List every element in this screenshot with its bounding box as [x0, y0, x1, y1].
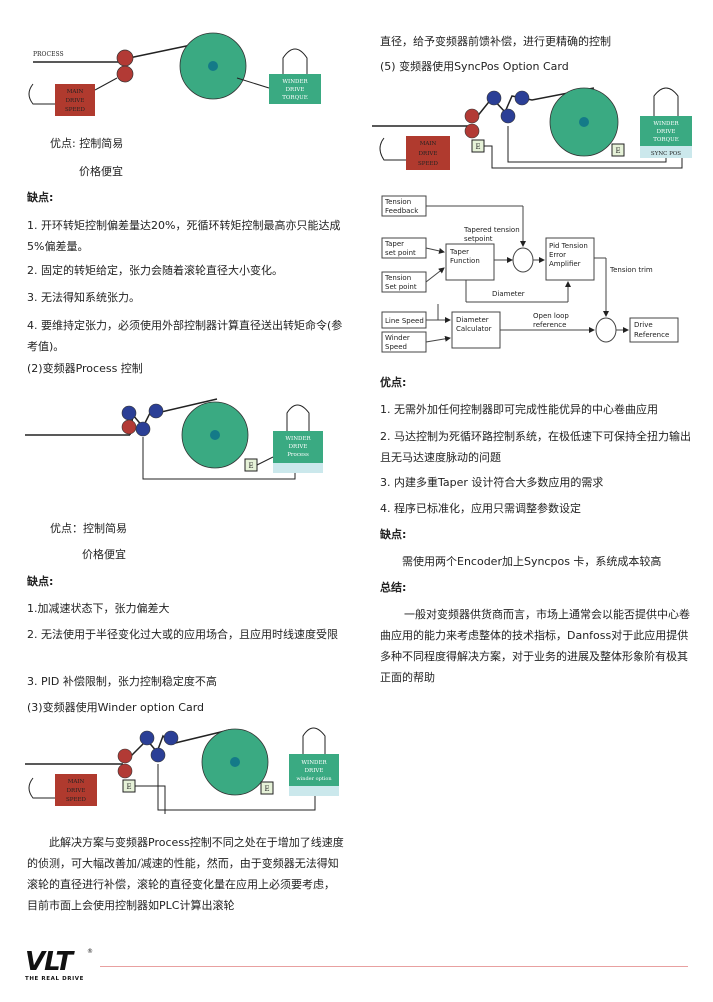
svg-text:Speed: Speed: [385, 343, 407, 351]
svg-text:WINDER: WINDER: [285, 436, 311, 442]
winder-core: [208, 61, 218, 71]
svg-text:DRIVE: DRIVE: [289, 444, 308, 450]
svg-text:SPEED: SPEED: [65, 107, 85, 113]
adv5-item-4: 4. 程序已标准化，应用只需调整参数设定: [380, 502, 581, 515]
svg-text:DRIVE: DRIVE: [66, 98, 85, 104]
svg-text:Amplifier: Amplifier: [549, 260, 581, 268]
dis1-item-3: 3. 无法得知系统张力。: [27, 291, 140, 304]
svg-text:Tension: Tension: [384, 274, 411, 282]
dis1-item-2: 2. 固定的转矩给定，张力会随着滚轮直径大小变化。: [27, 264, 283, 277]
dis1-item-1: 1. 开环转矩控制偏差量达20%，死循环转矩控制最高亦只能达成5%偏差量。: [27, 219, 341, 253]
svg-text:Taper: Taper: [449, 248, 469, 256]
svg-text:Function: Function: [450, 257, 480, 265]
svg-text:Process: Process: [287, 452, 309, 458]
svg-text:DRIVE: DRIVE: [419, 151, 438, 157]
diagram-process-control: WINDER DRIVE Process E: [25, 398, 323, 480]
svg-text:TORQUE: TORQUE: [653, 137, 678, 143]
svg-text:WINDER: WINDER: [653, 121, 679, 127]
adv5-title: 优点:: [380, 376, 407, 389]
dis1-item-4: 4. 要维持定张力，必须使用外部控制器计算直径送出转矩命令(参考值)。: [27, 319, 343, 353]
adv5-item-1: 1. 无需外加任何控制器即可完成性能优异的中心卷曲应用: [380, 403, 658, 416]
adv1-text: 优点: 控制简易: [50, 137, 124, 150]
svg-text:Diameter: Diameter: [456, 316, 489, 324]
svg-text:DRIVE: DRIVE: [286, 87, 305, 93]
svg-text:Winder: Winder: [385, 334, 410, 342]
nip-roller-top: [116, 49, 134, 67]
svg-text:DRIVE: DRIVE: [67, 788, 86, 794]
svg-text:E: E: [248, 462, 253, 470]
dis1-title: 缺点:: [27, 191, 54, 204]
section-3-paragraph: 此解决方案与变频器Process控制不同之处在于增加了线速度的侦测，可大幅改善加…: [27, 836, 344, 912]
summary-paragraph: 一般对变频器供货商而言，市场上通常会以能否提供中心卷曲应用的能力来考虑整体的技术…: [380, 608, 690, 684]
dis2-item-2: 2. 无法使用于半径变化过大或的应用场合，且应用时线速度受限: [27, 628, 338, 641]
svg-text:Pid Tension: Pid Tension: [549, 242, 588, 250]
svg-text:DRIVE: DRIVE: [657, 129, 676, 135]
svg-text:TORQUE: TORQUE: [282, 95, 307, 101]
tension-control-block-diagram: Tension Feedback Taper set point Tension…: [381, 195, 679, 353]
main-drive-box: [55, 84, 95, 116]
svg-text:Set point: Set point: [385, 283, 417, 291]
svg-text:Error: Error: [549, 251, 566, 259]
svg-text:Tapered tension: Tapered tension: [463, 226, 520, 234]
svg-text:Open loop: Open loop: [533, 312, 569, 320]
svg-text:DRIVE: DRIVE: [305, 768, 324, 774]
section-5-heading: (5) 变频器使用SyncPos Option Card: [380, 60, 569, 73]
diagram-syncpos: MAIN DRIVE SPEED E WINDER DRIVE TORQUE S…: [372, 87, 692, 170]
svg-text:WINDER: WINDER: [301, 760, 327, 766]
svg-text:MAIN: MAIN: [420, 141, 437, 147]
svg-text:MAIN: MAIN: [67, 89, 84, 95]
section-2-heading: (2)变频器Process 控制: [27, 362, 143, 375]
svg-text:set point: set point: [385, 249, 416, 257]
vlt-logo: VLT ® THE REAL DRIVE: [25, 947, 93, 982]
svg-text:SPEED: SPEED: [66, 797, 86, 803]
diagram-winder-option: MAIN DRIVE SPEED E WINDER DRIVE winder o…: [25, 727, 339, 814]
svg-text:SPEED: SPEED: [418, 161, 438, 167]
summary-title: 总结:: [380, 581, 407, 594]
adv1b-text: 价格便宜: [79, 165, 123, 178]
svg-text:E: E: [264, 785, 269, 793]
diagram-open-loop-torque: PROCESS MAIN DRIVE SPEED WINDER DRIVE TO…: [28, 32, 321, 116]
continued-text: 直径，给予变频器前馈补偿，进行更精确的控制: [380, 35, 611, 48]
dis5-item-1: 需使用两个Encoder加上Syncpos 卡，系统成本较高: [402, 555, 662, 568]
adv2b-text: 价格便宜: [82, 548, 126, 561]
footer-divider: [100, 966, 688, 967]
svg-text:Line Speed: Line Speed: [385, 317, 424, 325]
svg-text:E: E: [126, 783, 131, 791]
svg-text:E: E: [615, 147, 620, 155]
svg-text:E: E: [475, 143, 480, 151]
svg-text:Calculator: Calculator: [456, 325, 492, 333]
svg-text:setpoint: setpoint: [464, 235, 493, 243]
svg-text:Tension: Tension: [384, 198, 411, 206]
svg-text:Drive: Drive: [634, 321, 653, 329]
svg-text:WINDER: WINDER: [282, 79, 308, 85]
winder-drive-box: [269, 74, 321, 104]
adv5-item-3: 3. 内建多重Taper 设计符合大多数应用的需求: [380, 476, 604, 489]
svg-text:Taper: Taper: [384, 240, 404, 248]
nip-roller-bottom: [116, 65, 134, 83]
svg-text:Diameter: Diameter: [492, 290, 525, 298]
svg-text:Reference: Reference: [634, 331, 669, 339]
process-label: PROCESS: [33, 51, 64, 58]
adv5-item-2: 2. 马达控制为死循环路控制系统，在极低速下可保持全扭力输出且无马达速度脉动的问…: [380, 430, 691, 464]
svg-text:winder option: winder option: [296, 776, 332, 782]
dis2-title: 缺点:: [27, 575, 54, 588]
svg-text:reference: reference: [533, 321, 566, 329]
svg-text:Feedback: Feedback: [385, 207, 419, 215]
dis2-item-3: 3. PID 补偿限制，张力控制稳定度不高: [27, 675, 217, 688]
adv2-text: 优点：控制简易: [50, 522, 127, 535]
dis2-item-1: 1.加减速状态下，张力偏差大: [27, 602, 170, 615]
svg-text:MAIN: MAIN: [68, 779, 85, 785]
svg-text:Tension trim: Tension trim: [609, 266, 653, 274]
svg-text:SYNC POS: SYNC POS: [651, 151, 681, 157]
section-3-heading: (3)变频器使用Winder option Card: [27, 701, 205, 714]
dis5-title: 缺点:: [380, 528, 407, 541]
